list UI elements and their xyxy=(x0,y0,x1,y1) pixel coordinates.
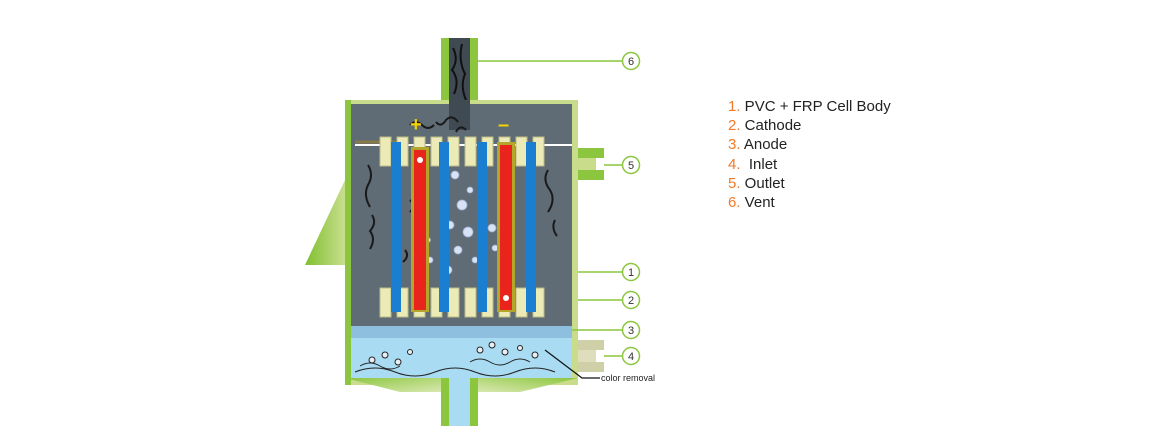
svg-text:2: 2 xyxy=(628,295,634,307)
svg-text:5: 5 xyxy=(628,160,634,172)
legend-text: Anode xyxy=(740,136,788,154)
svg-text:1: 1 xyxy=(628,267,634,279)
legend-number: 5. xyxy=(728,174,741,192)
legend-item-cathode: 2. Cathode xyxy=(728,116,891,135)
side-support-wedge xyxy=(305,180,345,265)
legend-item-vent: 6. Vent xyxy=(728,193,891,212)
cathode-plate xyxy=(477,142,487,312)
floc-particles xyxy=(354,341,556,377)
minus-sign: – xyxy=(498,114,509,136)
legend-number: 2. xyxy=(728,117,741,135)
svg-text:6: 6 xyxy=(628,56,634,68)
funnel-left xyxy=(345,378,441,392)
legend-number: 3. xyxy=(728,136,741,154)
callout-lines xyxy=(478,60,622,357)
svg-text:3: 3 xyxy=(628,325,634,337)
callout-4: 4 xyxy=(621,346,641,366)
callout-1: 1 xyxy=(621,262,641,282)
legend-item-inlet: 4. Inlet xyxy=(728,155,891,174)
cathode-plate xyxy=(439,142,449,312)
legend-item-outlet: 5. Outlet xyxy=(728,174,891,193)
cathode-plate xyxy=(391,142,401,312)
callout-3: 3 xyxy=(621,320,641,340)
legend-number: 1. xyxy=(728,98,741,115)
legend-text: Inlet xyxy=(740,155,778,173)
anode-band xyxy=(351,326,572,338)
legend-item-cell-body: 1. PVC + FRP Cell Body xyxy=(728,97,891,116)
legend-text: Outlet xyxy=(740,174,785,192)
legend-number: 4. xyxy=(728,155,741,173)
legend-number: 6. xyxy=(728,194,741,212)
legend-text: Cathode xyxy=(740,117,802,135)
plus-sign: + xyxy=(410,114,422,136)
callout-5: 5 xyxy=(621,155,641,175)
cathode-plate xyxy=(526,142,536,312)
callout-6: 6 xyxy=(621,51,641,71)
electrocoagulation-cell-diagram: + – xyxy=(305,38,655,426)
color-removal-label: color removal xyxy=(601,373,655,383)
legend-item-anode: 3. Anode xyxy=(728,135,891,154)
legend-text: Vent xyxy=(740,194,775,212)
inlet-connector xyxy=(578,340,604,372)
anode-plates xyxy=(411,142,515,312)
component-legend: 1. PVC + FRP Cell Body 2. Cathode 3. Ano… xyxy=(728,97,891,212)
legend-text: PVC + FRP Cell Body xyxy=(740,98,891,115)
cathode-plates xyxy=(391,142,536,312)
funnel-right xyxy=(478,378,578,392)
outlet-connector xyxy=(578,148,604,180)
svg-text:4: 4 xyxy=(628,351,634,363)
callout-2: 2 xyxy=(621,290,641,310)
drain-pipe xyxy=(441,378,478,426)
color-removal-pointer xyxy=(544,349,600,379)
